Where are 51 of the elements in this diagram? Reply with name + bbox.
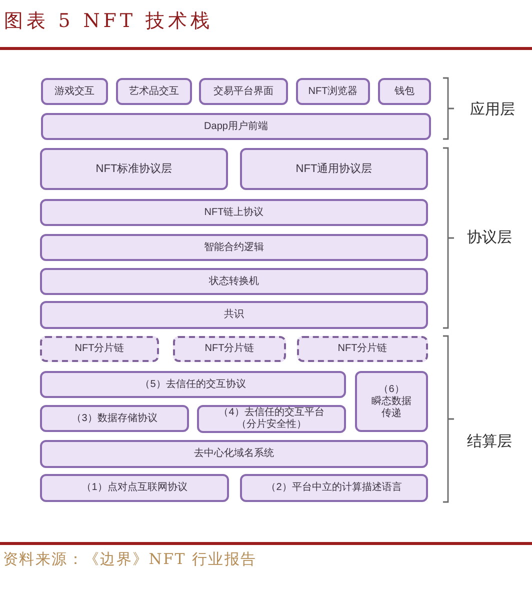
box-label: 智能合约逻辑 bbox=[204, 242, 264, 254]
box-label: 瞬态数据传递 bbox=[370, 396, 412, 420]
dashed-layer-box bbox=[297, 336, 428, 362]
box-label: Dapp用户前端 bbox=[204, 120, 268, 132]
box-label: NFT分片链 bbox=[204, 343, 254, 355]
layer-box bbox=[296, 78, 370, 105]
box-label: NFT分片链 bbox=[338, 343, 388, 355]
layer-box bbox=[40, 234, 428, 261]
source-note: 资料来源：《边界》NFT 行业报告 bbox=[3, 549, 257, 569]
layer-box bbox=[378, 78, 431, 105]
box-label: （分片安全性） bbox=[236, 419, 306, 431]
box-label: （4）去信任的交互平台 bbox=[218, 407, 324, 418]
box-label: 游戏交互 bbox=[54, 86, 94, 98]
layer-box bbox=[40, 371, 346, 398]
box-label: 交易平台界面 bbox=[214, 86, 274, 98]
box-label: （5）去信任的交互协议 bbox=[140, 378, 246, 390]
box-label: NFT通用协议层 bbox=[296, 163, 372, 175]
layer-label: 结算层 bbox=[467, 432, 512, 452]
layer-box bbox=[240, 148, 428, 190]
box-label: 钱包 bbox=[394, 86, 414, 98]
box-label: （3）数据存储协议 bbox=[72, 412, 158, 424]
layer-box bbox=[240, 474, 428, 502]
layer-box bbox=[199, 78, 288, 105]
box-label: （1）点对点互联网协议 bbox=[82, 482, 188, 494]
box-label: NFT链上协议 bbox=[204, 206, 264, 218]
box-label: 共识 bbox=[224, 309, 244, 321]
box-label: NFT浏览器 bbox=[308, 86, 358, 98]
layer-box bbox=[40, 301, 428, 329]
dashed-layer-box bbox=[173, 336, 286, 362]
figure-title: 图表 5 NFT 技术栈 bbox=[4, 9, 213, 34]
box-label: 状态转换机 bbox=[209, 276, 259, 288]
layer-label: 应用层 bbox=[470, 100, 515, 120]
layer-label: 协议层 bbox=[467, 228, 512, 248]
box-label: （2）平台中立的计算描述语言 bbox=[266, 482, 402, 494]
box-label: NFT标准协议层 bbox=[96, 163, 172, 175]
dashed-layer-box bbox=[40, 336, 159, 362]
layer-box bbox=[355, 371, 428, 432]
layer-box bbox=[40, 268, 428, 295]
layer-box bbox=[40, 199, 428, 226]
layer-box bbox=[40, 440, 428, 468]
layer-box bbox=[197, 405, 346, 433]
layer-box bbox=[40, 474, 229, 502]
box-label: （6） bbox=[378, 384, 404, 396]
box-label: 艺术品交互 bbox=[129, 86, 179, 98]
layer-box bbox=[41, 78, 108, 105]
box-label: NFT分片链 bbox=[74, 343, 124, 355]
layer-box bbox=[116, 78, 192, 105]
layer-box bbox=[41, 113, 431, 140]
box-label: 去中心化域名系统 bbox=[194, 448, 274, 460]
layer-box bbox=[40, 148, 228, 190]
layer-box bbox=[40, 405, 189, 432]
